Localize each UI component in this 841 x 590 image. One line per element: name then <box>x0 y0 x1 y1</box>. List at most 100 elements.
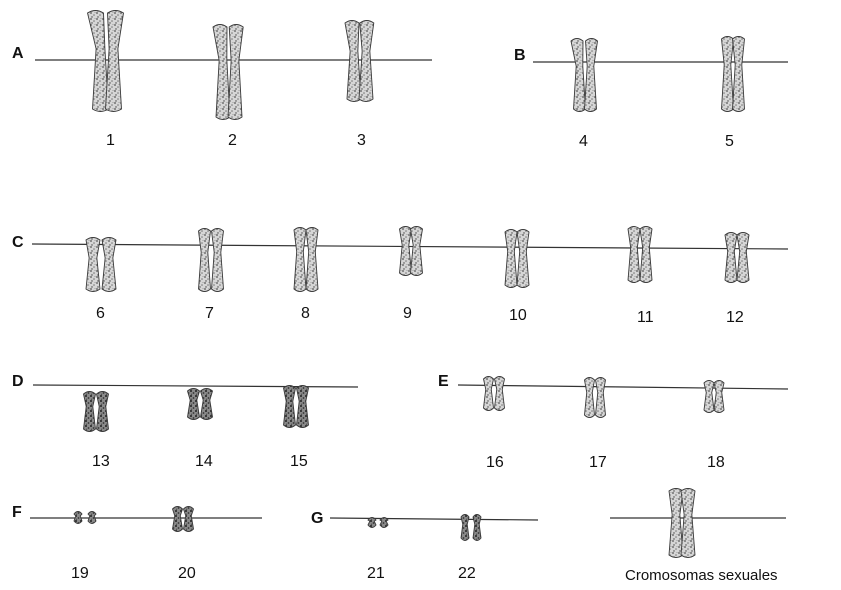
chromosome-number-9: 9 <box>403 305 412 322</box>
chromatid <box>293 227 307 292</box>
chromosome-number-19: 19 <box>71 565 89 582</box>
chromatid <box>211 228 224 292</box>
chromatid <box>399 226 412 276</box>
chromatid <box>186 388 201 420</box>
chromosome-pair-4 <box>570 38 598 112</box>
chromosome-pair-6 <box>85 237 117 292</box>
sex-chromosomes-label: Cromosomas sexuales <box>625 567 778 584</box>
chromosome-pair-sex <box>668 488 696 558</box>
chromatid <box>296 385 309 428</box>
chromosome-number-10: 10 <box>509 307 527 324</box>
chromatid <box>199 388 214 420</box>
group-c-line <box>31 243 789 250</box>
chromosome-pair-1 <box>86 10 124 112</box>
chromosome-pair-2 <box>212 24 244 120</box>
chromatid <box>305 227 319 292</box>
chromatid <box>736 232 750 283</box>
chromosome-number-17: 17 <box>589 454 607 471</box>
chromosome-pair-7 <box>198 228 224 292</box>
chromatid <box>639 226 653 283</box>
chromosome-number-20: 20 <box>178 565 196 582</box>
chromatid <box>627 226 641 283</box>
group-label-a: A <box>12 45 24 62</box>
group-label-d: D <box>12 373 24 390</box>
chromosome-pair-14 <box>186 388 214 420</box>
chromosome-pair-18 <box>703 380 725 413</box>
chromosome-pair-22 <box>460 514 482 541</box>
chromosome-pair-21 <box>367 517 389 528</box>
chromosome-number-12: 12 <box>726 309 744 326</box>
chromosome-pair-5 <box>721 36 745 112</box>
chromosome-pair-15 <box>283 385 309 428</box>
chromosome-number-16: 16 <box>486 454 504 471</box>
chromosome-number-2: 2 <box>228 132 237 149</box>
chromosome-number-3: 3 <box>357 132 366 149</box>
chromatid <box>87 511 97 524</box>
chromosome-pair-10 <box>504 229 530 288</box>
chromosome-number-4: 4 <box>579 133 588 150</box>
group-label-b: B <box>514 47 526 64</box>
chromatid <box>96 391 109 432</box>
chromatid <box>283 385 296 428</box>
chromosome-pair-17 <box>584 377 606 418</box>
chromatid <box>358 20 375 102</box>
chromatid <box>460 514 470 541</box>
chromatid <box>212 24 231 120</box>
chromosome-number-18: 18 <box>707 454 725 471</box>
chromatid <box>584 38 598 112</box>
chromosome-pair-12 <box>724 232 750 283</box>
chromatid <box>703 380 715 413</box>
chromosome-pair-13 <box>83 391 109 432</box>
chromatid <box>472 514 482 541</box>
chromatid <box>595 377 606 418</box>
chromosome-pair-8 <box>293 227 319 292</box>
chromatid <box>732 36 745 112</box>
chromosome-pairs <box>73 10 750 558</box>
chromatid <box>504 229 518 288</box>
chromatid <box>724 232 738 283</box>
chromatid <box>86 10 109 112</box>
chromosome-number-13: 13 <box>92 453 110 470</box>
chromatid <box>227 24 244 120</box>
chromatid <box>584 377 595 418</box>
chromatid <box>198 228 211 292</box>
chromatid <box>344 20 362 102</box>
chromatid <box>73 511 83 524</box>
chromosome-number-5: 5 <box>725 133 734 150</box>
chromosome-pair-3 <box>344 20 375 102</box>
chromosome-pair-20 <box>171 506 195 532</box>
chromatid <box>713 380 725 413</box>
chromatid <box>85 237 101 292</box>
chromosome-number-14: 14 <box>195 453 213 470</box>
chromatid <box>483 376 494 411</box>
chromatid <box>721 36 734 112</box>
chromatid <box>171 506 184 532</box>
chromosome-number-1: 1 <box>106 132 115 149</box>
chromosome-number-8: 8 <box>301 305 310 322</box>
group-e-line <box>457 384 789 390</box>
group-label-f: F <box>12 504 22 521</box>
chromatid <box>570 38 586 112</box>
group-label-c: C <box>12 234 24 251</box>
chromosome-number-11: 11 <box>637 309 654 326</box>
chromosome-number-22: 22 <box>458 565 476 582</box>
chromatid <box>680 488 696 558</box>
group-d-line <box>32 384 359 388</box>
chromatid <box>105 10 124 112</box>
chromosome-pair-9 <box>399 226 423 276</box>
chromosome-number-7: 7 <box>205 305 214 322</box>
group-g-line <box>329 517 539 521</box>
chromatid <box>516 229 530 288</box>
chromosome-pair-19 <box>73 511 97 524</box>
chromosome-number-21: 21 <box>367 565 385 582</box>
chromatid <box>367 517 377 528</box>
chromatid <box>379 517 389 528</box>
chromatid <box>83 391 96 432</box>
group-label-e: E <box>438 373 449 390</box>
chromosome-pair-11 <box>627 226 653 283</box>
chromatid <box>668 488 684 558</box>
chromatid <box>494 376 505 411</box>
chromatid <box>410 226 423 276</box>
chromosome-pair-16 <box>483 376 505 411</box>
